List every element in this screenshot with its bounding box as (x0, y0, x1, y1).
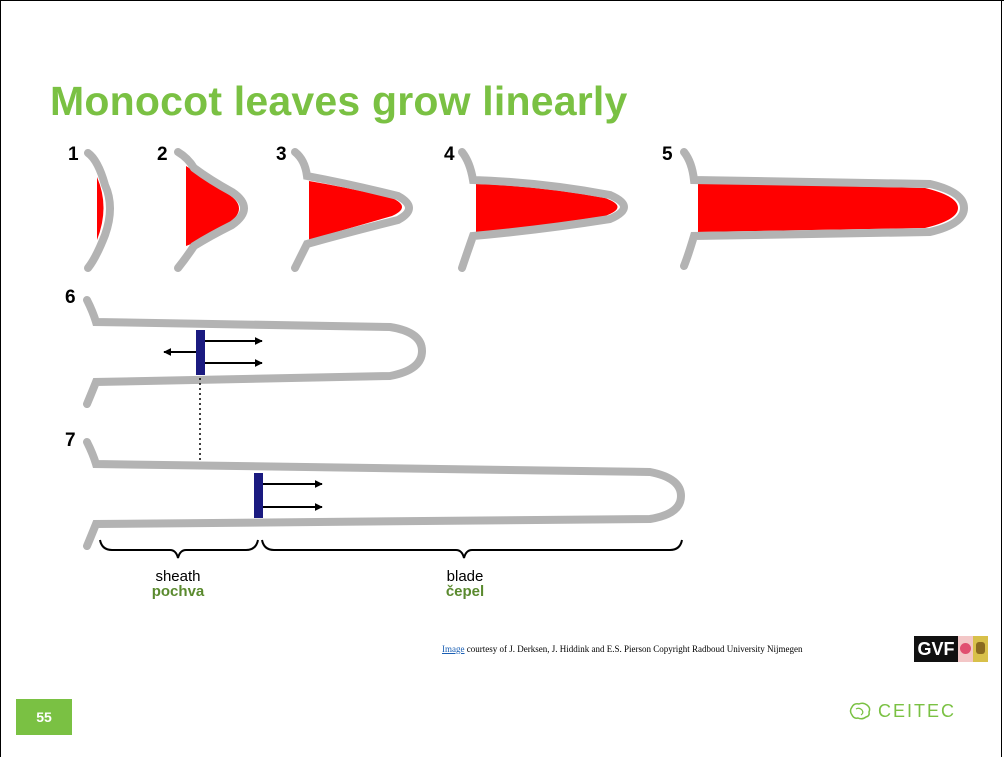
stage-number-4: 4 (444, 144, 455, 165)
intercalary-meristem-6 (196, 330, 205, 375)
stage-number-3: 3 (276, 144, 287, 165)
credit-text: courtesy of J. Derksen, J. Hiddink and E… (464, 644, 803, 654)
slide-title: Monocot leaves grow linearly (50, 78, 628, 124)
stage-6-leaf (83, 296, 427, 408)
leaf-outline-4 (458, 148, 628, 272)
meristem-3 (309, 181, 402, 240)
page-number-badge: 55 (16, 699, 72, 735)
stage-2-leaf (174, 148, 248, 272)
meristem-5 (698, 183, 958, 232)
frame-left-border (0, 0, 1, 757)
stage-number-7: 7 (65, 430, 76, 451)
ceitec-brain-icon (849, 702, 871, 720)
gvf-logo-plant-image (973, 636, 988, 662)
gvf-logo-flower-image (958, 636, 973, 662)
leaf-outline-2 (174, 148, 248, 272)
ceitec-logo: CEITEC (848, 696, 988, 726)
frame-right-border (1001, 0, 1002, 757)
stage-7-leaf (83, 438, 686, 550)
stage-number-2: 2 (157, 144, 168, 165)
meristem-4 (476, 184, 618, 233)
leaf-outline-7 (83, 438, 686, 550)
blade-brace (261, 539, 683, 559)
sheath-label: sheath (155, 568, 200, 585)
stage-number-1: 1 (68, 144, 79, 165)
meristem-1 (97, 177, 104, 240)
credit-image-link[interactable]: Image (442, 644, 465, 654)
gvf-logo: GVF (914, 636, 988, 662)
intercalary-meristem-7 (254, 473, 263, 518)
leaf-outline-3 (291, 148, 413, 272)
sheath-label-czech: pochva (152, 583, 205, 600)
frame-top-border (0, 0, 1004, 1)
leaf-outline-1 (84, 149, 114, 272)
blade-label-czech: čepel (446, 583, 484, 600)
gvf-logo-text: GVF (914, 636, 958, 662)
ceitec-logo-text: CEITEC (878, 700, 957, 721)
stage-number-5: 5 (662, 144, 673, 165)
image-credit: Image courtesy of J. Derksen, J. Hiddink… (442, 644, 802, 654)
sheath-brace (99, 539, 259, 559)
stage-5-leaf (680, 148, 969, 270)
stage-1-leaf (84, 149, 114, 272)
meristem-2 (186, 166, 239, 246)
leaf-outline-6 (83, 296, 427, 408)
leaf-outline-5 (680, 148, 969, 270)
stage-4-leaf (458, 148, 628, 272)
stage-number-6: 6 (65, 287, 76, 308)
blade-label: blade (447, 568, 484, 585)
stage-3-leaf (291, 148, 413, 272)
